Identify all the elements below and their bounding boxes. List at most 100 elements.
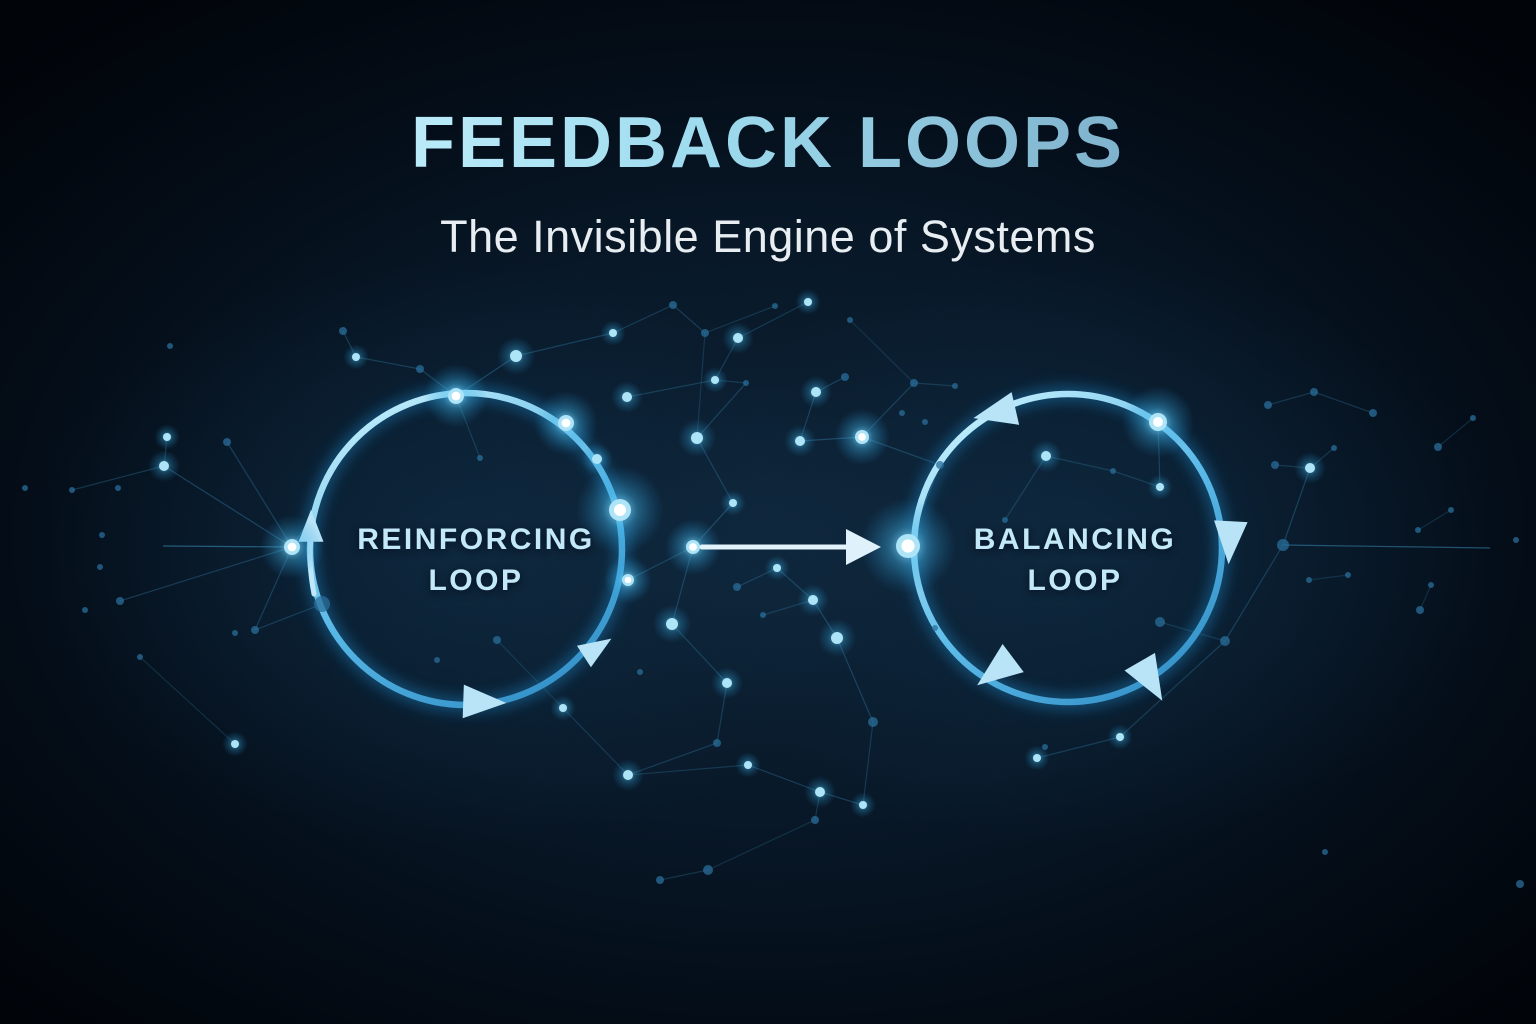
network-node: [772, 303, 778, 309]
network-node: [811, 387, 821, 397]
network-node: [623, 770, 633, 780]
network-node: [691, 432, 703, 444]
network-node: [831, 632, 843, 644]
network-node: [711, 376, 719, 384]
network-edge: [1224, 544, 1284, 642]
network-node: [1428, 582, 1434, 588]
network-node: [493, 636, 501, 644]
network-node: [1110, 468, 1116, 474]
network-node: [1277, 539, 1289, 551]
network-edge: [1417, 509, 1452, 531]
network-node: [1415, 527, 1421, 533]
network-node: [910, 379, 918, 387]
network-node: [232, 630, 238, 636]
network-edge: [1036, 736, 1121, 759]
network-edge: [139, 656, 236, 745]
network-node: [163, 433, 171, 441]
network-node: [1002, 517, 1008, 523]
page-title: FEEDBACK LOOPS: [0, 102, 1536, 184]
network-edge: [1313, 391, 1374, 414]
network-node: [1156, 483, 1164, 491]
network-edge: [659, 869, 709, 881]
network-edge: [627, 764, 749, 776]
network-edge: [1119, 640, 1226, 738]
balancing-arrowhead-top-left-icon: [973, 392, 1020, 425]
network-node: [115, 485, 121, 491]
network-node: [22, 485, 28, 491]
network-node: [666, 618, 678, 630]
reinforcing-arrowhead-lower-right-icon: [576, 638, 612, 668]
page-subtitle: The Invisible Engine of Systems: [440, 211, 1096, 262]
network-node: [743, 380, 749, 386]
network-node: [1345, 572, 1351, 578]
network-edge: [1308, 574, 1349, 581]
network-node-core: [858, 433, 866, 441]
network-node: [251, 626, 259, 634]
network-edge: [672, 304, 706, 334]
network-node: [1116, 733, 1124, 741]
network-edge: [1419, 584, 1432, 611]
network-node: [1220, 636, 1230, 646]
network-node: [795, 436, 805, 446]
network-node: [899, 410, 905, 416]
network-node: [1310, 388, 1318, 396]
network-node: [808, 595, 818, 605]
network-node: [701, 329, 709, 337]
network-node: [622, 392, 632, 402]
network-node-core: [901, 539, 915, 553]
reinforcing-loop-label-line2: LOOP: [428, 564, 524, 597]
balancing-arrowhead-right-icon: [1214, 520, 1248, 565]
balancing-arrowhead-bottom-right-icon: [1124, 652, 1163, 701]
network-node: [1041, 451, 1051, 461]
network-edge: [496, 639, 564, 709]
network-node: [1322, 849, 1328, 855]
network-node: [416, 365, 424, 373]
network-node: [477, 455, 483, 461]
network-node: [609, 329, 617, 337]
network-node-core: [561, 418, 571, 428]
network-node: [1434, 443, 1442, 451]
network-node: [773, 564, 781, 572]
network-node: [733, 583, 741, 591]
network-node: [868, 717, 878, 727]
network-node: [1331, 445, 1337, 451]
network-node: [1155, 617, 1165, 627]
network-node: [744, 761, 752, 769]
network-edge: [1267, 391, 1315, 406]
network-edge: [704, 305, 776, 334]
network-node: [656, 876, 664, 884]
reinforcing-arrowhead-bottom-icon: [462, 684, 507, 719]
network-edge: [254, 603, 323, 631]
network-edge: [707, 819, 816, 871]
network-node: [637, 669, 643, 675]
network-edge: [913, 382, 956, 387]
balancing-arrowhead-bottom-left-icon: [977, 644, 1024, 686]
balancing-loop-label: BALANCING LOOP: [885, 519, 1265, 601]
network-node-core: [613, 503, 627, 517]
network-node: [847, 317, 853, 323]
network-node: [1305, 463, 1315, 473]
network-node: [1513, 537, 1519, 543]
network-node: [859, 801, 867, 809]
network-node: [510, 350, 522, 362]
connector-arrow: [697, 529, 881, 565]
network-node: [167, 343, 173, 349]
network-node: [159, 461, 169, 471]
network-node-core: [451, 391, 461, 401]
network-node: [1271, 461, 1279, 469]
network-node: [703, 865, 713, 875]
reinforcing-loop-label: REINFORCING LOOP: [286, 519, 666, 601]
network-node: [592, 454, 602, 464]
network-node: [733, 333, 743, 343]
balancing-loop-label-line2: LOOP: [1027, 564, 1123, 597]
network-node: [352, 353, 360, 361]
balancing-loop-label-line1: BALANCING: [973, 523, 1177, 556]
network-node-core: [624, 576, 632, 584]
network-node: [1516, 880, 1524, 888]
network-node: [922, 419, 928, 425]
network-node: [1264, 401, 1272, 409]
network-node: [713, 739, 721, 747]
network-node: [69, 487, 75, 493]
